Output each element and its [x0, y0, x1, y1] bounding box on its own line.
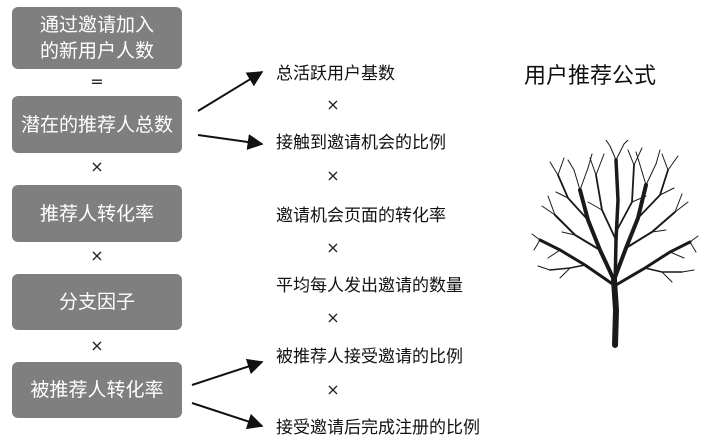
arrow — [191, 358, 264, 386]
right-item: 接触到邀请机会的比例 — [276, 133, 446, 153]
multiply-operator: × — [326, 166, 340, 185]
box-line: 潜在的推荐人总数 — [20, 113, 173, 136]
box-line: 通过邀请加入 — [39, 14, 154, 36]
multiply-operator: × — [90, 157, 104, 176]
referrer-conversion-box: 推荐人转化率 — [12, 185, 182, 242]
multiply-operator: × — [326, 308, 340, 327]
new-users-via-invite-box: 通过邀请加入 的新用户人数 — [12, 7, 182, 69]
multiply-operator: × — [90, 246, 104, 265]
multiply-operator: × — [326, 95, 340, 114]
right-item: 被推荐人接受邀请的比例 — [276, 347, 463, 367]
box-line: 被推荐人转化率 — [30, 379, 164, 401]
referee-conversion-box: 被推荐人转化率 — [12, 362, 182, 418]
multiply-operator: × — [90, 336, 104, 355]
right-item: 邀请机会页面的转化率 — [276, 206, 446, 226]
arrow — [197, 71, 264, 112]
equals-operator: = — [90, 72, 104, 91]
branching-factor-box: 分支因子 — [12, 274, 182, 330]
multiply-operator: × — [326, 380, 340, 399]
right-item: 接受邀请后完成注册的比例 — [276, 418, 480, 438]
right-item: 总活跃用户基数 — [276, 64, 395, 84]
box-line: 分支因子 — [58, 291, 135, 313]
right-item: 平均每人发出邀请的数量 — [276, 276, 463, 296]
bare-tree-icon — [531, 140, 699, 348]
arrow — [197, 134, 264, 150]
arrow — [191, 402, 264, 430]
multiply-operator: × — [326, 238, 340, 257]
potential-referrers-box: 潜在的推荐人总数 — [12, 96, 182, 153]
box-line: 的新用户人数 — [39, 40, 154, 62]
box-line: 推荐人转化率 — [39, 202, 154, 225]
diagram-title: 用户推荐公式 — [524, 64, 657, 89]
